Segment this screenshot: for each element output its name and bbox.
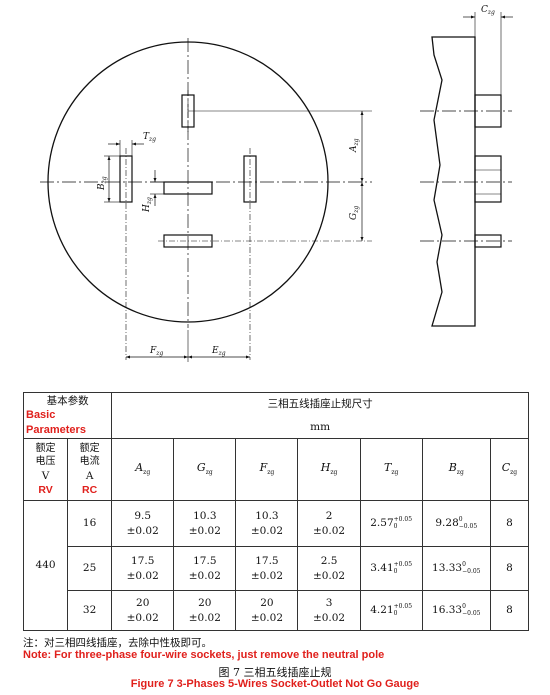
a-cell: 20±0.02 bbox=[111, 590, 175, 631]
current-cell: 25 bbox=[67, 546, 113, 591]
dims-title-zh: 三相五线插座止规尺寸 bbox=[267, 398, 373, 411]
rated-voltage-en: RV bbox=[38, 484, 53, 496]
basic-params-header: 基本参数 Basic Parameters bbox=[22, 392, 113, 439]
label-b: Bzg bbox=[97, 176, 108, 191]
rated-current-header: 额定 电流 A RC bbox=[67, 438, 113, 501]
rated-voltage-unit: V bbox=[41, 469, 50, 482]
dims-unit: mm bbox=[310, 420, 331, 433]
g-cell: 17.5±0.02 bbox=[173, 546, 237, 591]
rated-voltage-header: 额定 电压 V RV bbox=[22, 438, 69, 501]
label-a: Azg bbox=[349, 138, 360, 153]
col-header-g: Gzg bbox=[173, 438, 237, 501]
h-cell: 2.5±0.02 bbox=[297, 546, 361, 591]
current-cell: 32 bbox=[67, 590, 113, 631]
rated-voltage-zh: 额定 电压 bbox=[35, 442, 56, 468]
g-cell: 10.3±0.02 bbox=[173, 500, 237, 547]
figure-caption-zh: 图 7 三相五线插座止规 bbox=[218, 666, 332, 679]
side-pin-bottom bbox=[474, 234, 502, 248]
col-header-f: Fzg bbox=[235, 438, 299, 501]
a-cell: 17.5±0.02 bbox=[111, 546, 175, 591]
label-f: Fzg bbox=[149, 346, 163, 357]
basic-params-zh: 基本参数 bbox=[46, 394, 89, 407]
c-cell: 8 bbox=[489, 590, 530, 631]
dims-title-header: 三相五线插座止规尺寸 mm bbox=[111, 392, 529, 439]
col-header-h: Hzg bbox=[297, 438, 361, 501]
label-e: Ezg bbox=[211, 346, 226, 357]
col-header-b: Bzg bbox=[421, 438, 491, 501]
col-header-c: Czg bbox=[489, 438, 530, 501]
gauge-drawing: Azg Gzg Fzg Ezg Bzg Tzg Hzg Czg bbox=[40, 5, 513, 362]
pin-center bbox=[163, 181, 213, 195]
table-row: 440 16 9.5±0.02 10.3±0.02 10.3±0.02 2±0.… bbox=[22, 500, 530, 631]
table-row: 25 17.5±0.02 17.5±0.02 17.5±0.02 2.5±0.0… bbox=[24, 546, 530, 591]
col-header-a: Azg bbox=[111, 438, 175, 501]
voltage-cell: 440 bbox=[22, 500, 69, 631]
dimension-table: 基本参数 Basic Parameters 三相五线插座止规尺寸 mm 额定 电… bbox=[22, 392, 530, 631]
b-cell: 13.330−0.05 bbox=[421, 546, 491, 591]
note-zh: 注：对三相四线插座，去除中性极即可。 bbox=[23, 637, 212, 649]
f-cell: 17.5±0.02 bbox=[235, 546, 299, 591]
col-header-t: Tzg bbox=[359, 438, 423, 501]
c-cell: 8 bbox=[489, 546, 530, 591]
label-c: Czg bbox=[481, 5, 495, 16]
b-cell: 9.280−0.05 bbox=[421, 500, 491, 547]
figure-caption-en: Figure 7 3-Phases 5-Wires Socket-Outlet … bbox=[130, 678, 420, 690]
g-cell: 20±0.02 bbox=[173, 590, 237, 631]
current-cell: 16 bbox=[67, 500, 113, 547]
label-g: Gzg bbox=[349, 206, 360, 220]
label-t: Tzg bbox=[143, 132, 156, 143]
h-cell: 2±0.02 bbox=[297, 500, 361, 547]
basic-params-en: Basic Parameters bbox=[26, 408, 86, 436]
rated-current-unit: A bbox=[85, 469, 94, 482]
rated-current-zh: 额定 电流 bbox=[79, 442, 100, 468]
table-row: 32 20±0.02 20±0.02 20±0.02 3±0.02 4.21+0… bbox=[24, 590, 530, 631]
c-cell: 8 bbox=[489, 500, 530, 547]
a-cell: 9.5±0.02 bbox=[111, 500, 175, 547]
rated-current-en: RC bbox=[82, 484, 98, 496]
note-en: Note: For three-phase four-wire sockets,… bbox=[23, 649, 385, 661]
f-cell: 20±0.02 bbox=[235, 590, 299, 631]
h-cell: 3±0.02 bbox=[297, 590, 361, 631]
side-pin-middle bbox=[474, 155, 502, 203]
side-pin-top bbox=[474, 94, 502, 128]
b-cell: 16.330−0.05 bbox=[421, 590, 491, 631]
gauge-side-view bbox=[431, 36, 476, 327]
label-h: Hzg bbox=[142, 197, 153, 213]
f-cell: 10.3±0.02 bbox=[235, 500, 299, 547]
